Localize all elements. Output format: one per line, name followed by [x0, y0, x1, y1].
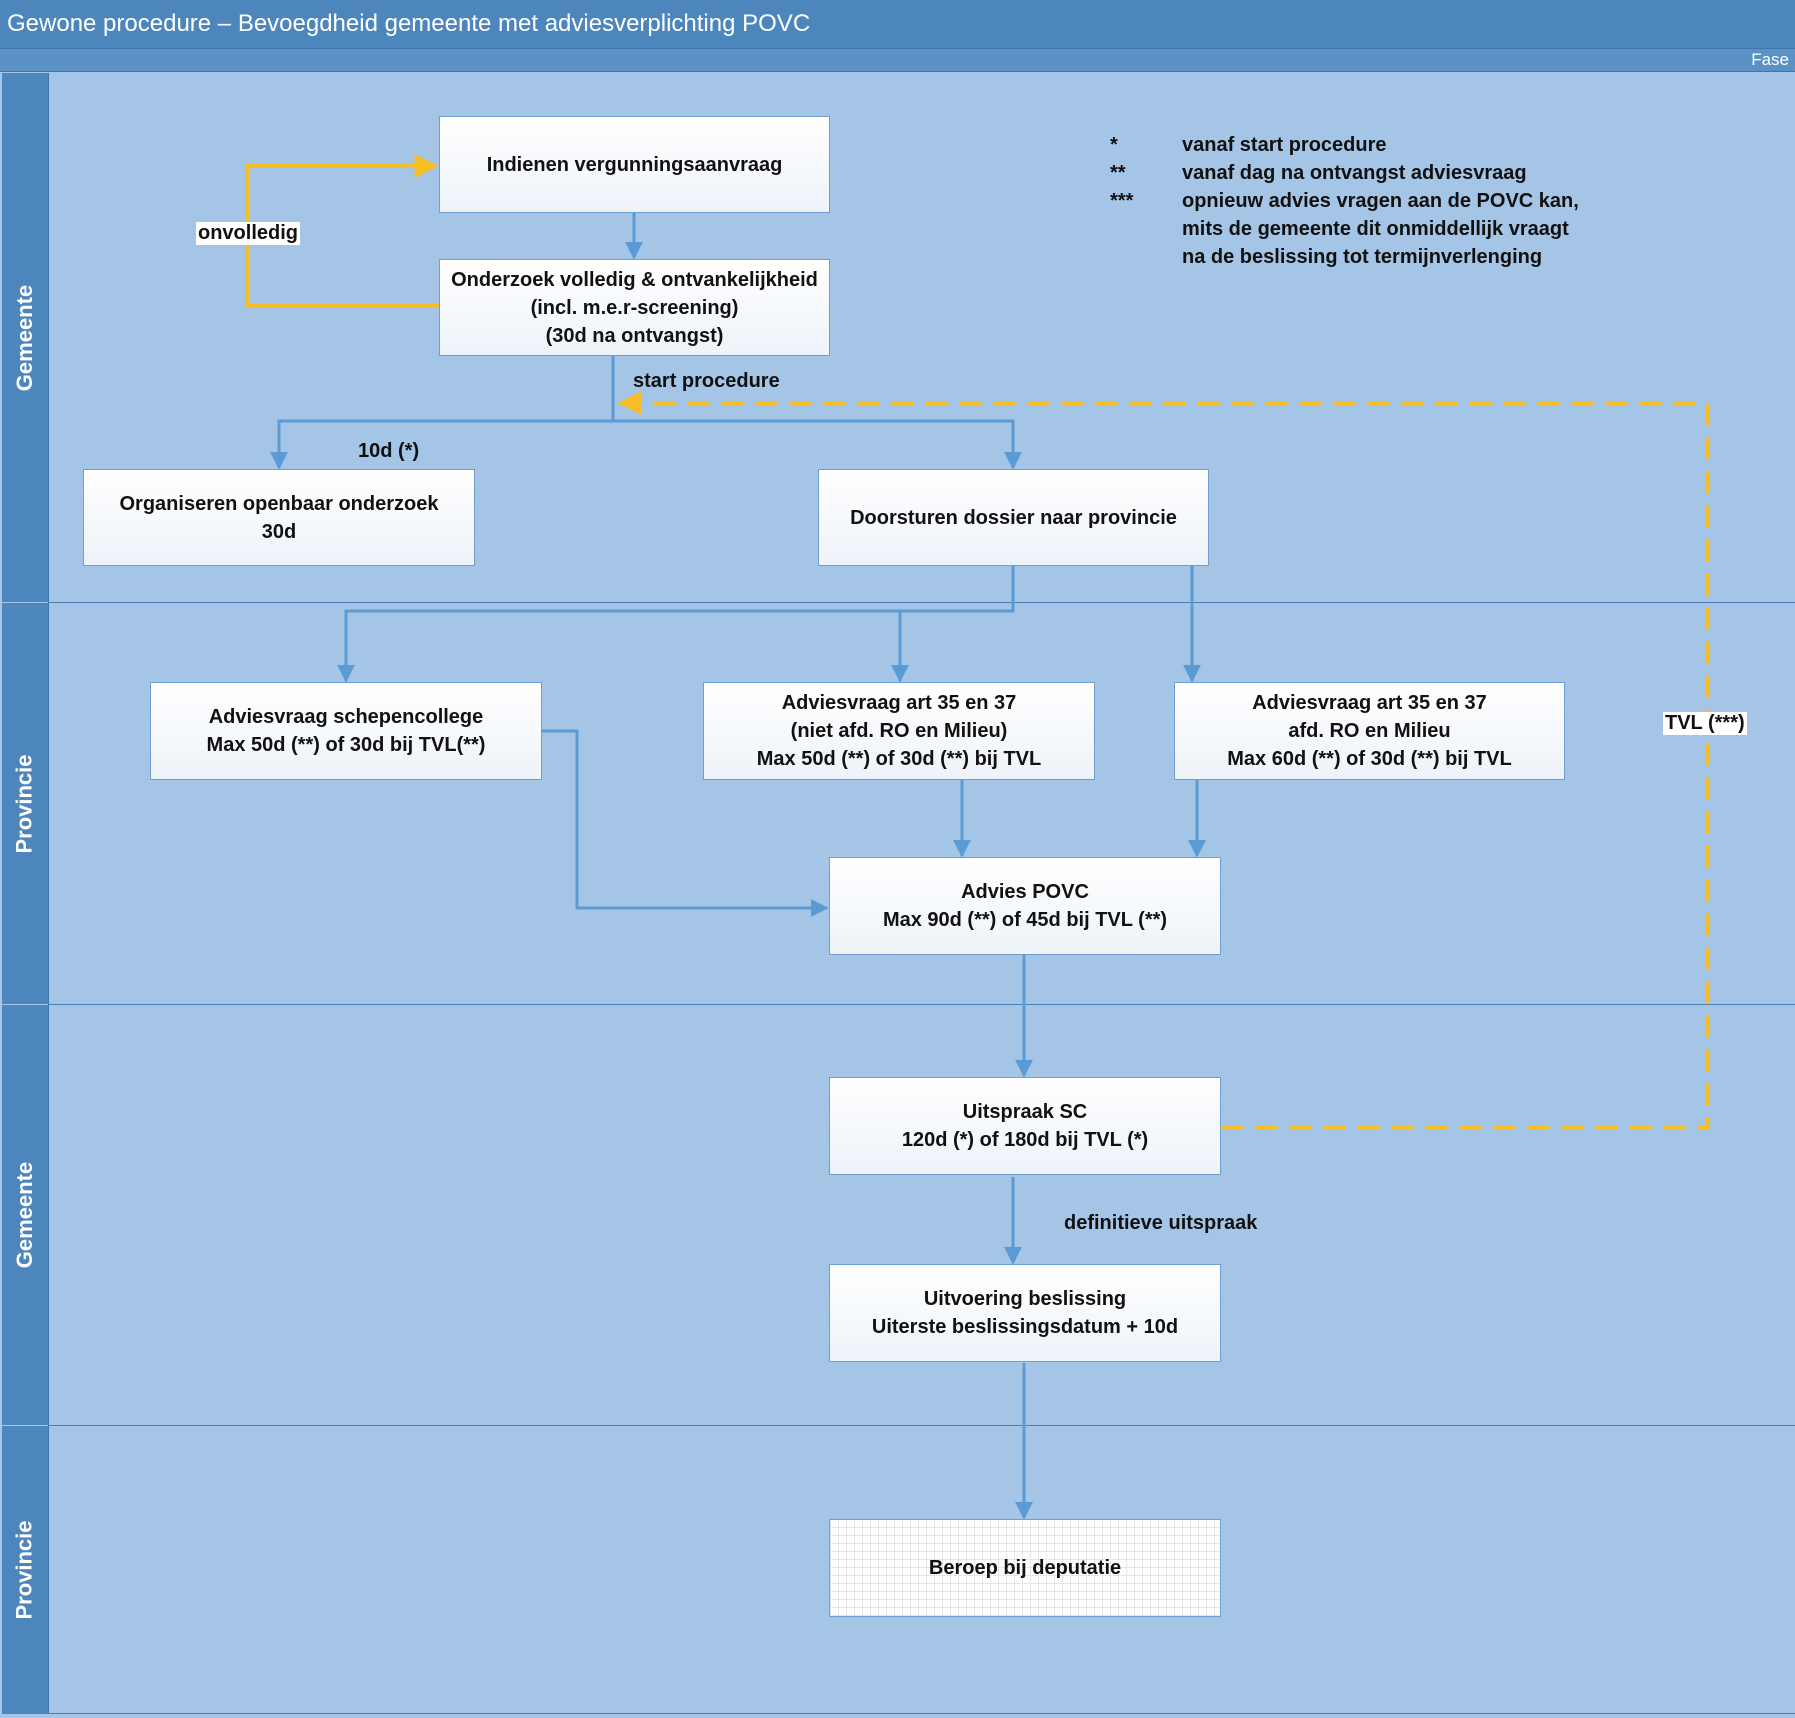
- phase-label: Fase: [1751, 50, 1789, 69]
- box-organiseren-openbaar-onderzoek: Organiseren openbaar onderzoek 30d: [83, 469, 475, 566]
- connector-schepen-povc: [541, 729, 829, 917]
- lane-header-gemeente-1: Gemeente: [2, 73, 49, 602]
- lane-header-provincie-1: Provincie: [2, 603, 49, 1004]
- box-line: Max 50d (**) of 30d (**) bij TVL: [756, 748, 1042, 770]
- legend-text: vanaf start procedure: [1182, 134, 1387, 156]
- lane-header-gemeente-2: Gemeente: [2, 1005, 49, 1425]
- box-line: Organiseren openbaar onderzoek: [119, 492, 439, 515]
- lane-header-provincie-2: Provincie: [2, 1426, 49, 1714]
- box-line: 30d: [261, 520, 297, 543]
- legend-row: *** opnieuw advies vragen aan de POVC ka…: [1110, 187, 1579, 271]
- box-line: Beroep bij deputatie: [928, 1557, 1122, 1579]
- lane-separator: [48, 1713, 1795, 1714]
- box-uitvoering-beslissing: Uitvoering beslissing Uiterste beslissin…: [829, 1264, 1221, 1362]
- box-doorsturen-dossier: Doorsturen dossier naar provincie: [818, 469, 1209, 566]
- box-line: Uitspraak SC: [962, 1101, 1088, 1123]
- box-adviesvraag-schepencollege: Adviesvraag schepencollege Max 50d (**) …: [150, 682, 542, 780]
- legend-symbol: *: [1110, 134, 1118, 156]
- box-line: Indienen vergunningsaanvraag: [486, 153, 783, 176]
- diagram-title: Gewone procedure – Bevoegdheid gemeente …: [0, 0, 1795, 48]
- lane-separator: [48, 1004, 1795, 1005]
- connector-tvl-loop: [617, 391, 1710, 1130]
- box-line: (niet afd. RO en Milieu): [790, 720, 1008, 742]
- box-line: Advies POVC: [961, 881, 1089, 903]
- box-line: Adviesvraag art 35 en 37: [1252, 692, 1487, 714]
- lane-separator: [48, 1425, 1795, 1426]
- box-line: Uiterste beslissingsdatum + 10d: [871, 1316, 1179, 1338]
- legend-text: vanaf dag na ontvangst adviesvraag: [1182, 162, 1527, 184]
- box-line: Onderzoek volledig & ontvankelijkheid: [451, 268, 818, 291]
- label-definitieve-uitspraak: definitieve uitspraak: [1064, 1212, 1258, 1234]
- legend-text: mits de gemeente dit onmiddellijk vraagt: [1182, 218, 1569, 240]
- phase-bar: Fase: [0, 48, 1795, 72]
- box-line: Adviesvraag art 35 en 37: [781, 692, 1017, 714]
- box-line: afd. RO en Milieu: [1288, 720, 1451, 742]
- label-start-procedure: start procedure: [633, 370, 780, 392]
- box-line: (incl. m.e.r-screening): [530, 296, 739, 319]
- legend: * vanaf start procedure ** vanaf dag na …: [1110, 131, 1579, 271]
- box-line: Max 50d (**) of 30d bij TVL(**): [206, 734, 486, 756]
- box-advies-povc: Advies POVC Max 90d (**) of 45d bij TVL …: [829, 857, 1221, 955]
- box-line: Adviesvraag schepencollege: [208, 706, 484, 728]
- box-indienen-vergunningsaanvraag: Indienen vergunningsaanvraag: [439, 116, 830, 213]
- box-line: (30d na ontvangst): [545, 324, 724, 347]
- label-10d: 10d (*): [358, 440, 420, 462]
- connector-to-openbaar: [270, 419, 613, 470]
- box-adviesvraag-art-niet-ro: Adviesvraag art 35 en 37 (niet afd. RO e…: [703, 682, 1095, 780]
- box-beroep-bij-deputatie: Beroep bij deputatie: [829, 1519, 1221, 1617]
- box-line: Doorsturen dossier naar provincie: [850, 506, 1177, 529]
- box-line: 120d (*) of 180d bij TVL (*): [901, 1129, 1149, 1151]
- legend-row: * vanaf start procedure: [1110, 131, 1579, 159]
- box-line: Uitvoering beslissing: [923, 1288, 1127, 1310]
- box-line: Max 60d (**) of 30d (**) bij TVL: [1227, 748, 1512, 770]
- legend-text: opnieuw advies vragen aan de POVC kan,: [1182, 190, 1579, 212]
- legend-text: na de beslissing tot termijnverlenging: [1182, 246, 1543, 268]
- box-onderzoek-volledigheid: Onderzoek volledig & ontvankelijkheid (i…: [439, 259, 830, 356]
- lane-separator: [48, 602, 1795, 603]
- connector-doorsturen-split: [337, 566, 1015, 683]
- label-tvl: TVL (***): [1663, 712, 1747, 735]
- legend-symbol: ***: [1110, 190, 1134, 212]
- box-line: Max 90d (**) of 45d bij TVL (**): [882, 909, 1168, 931]
- box-uitspraak-sc: Uitspraak SC 120d (*) of 180d bij TVL (*…: [829, 1077, 1221, 1175]
- legend-symbol: **: [1110, 162, 1126, 184]
- connector-to-doorsturen: [613, 419, 1022, 470]
- box-adviesvraag-art-ro: Adviesvraag art 35 en 37 afd. RO en Mili…: [1174, 682, 1565, 780]
- label-onvolledig: onvolledig: [196, 222, 300, 245]
- legend-row: ** vanaf dag na ontvangst adviesvraag: [1110, 159, 1579, 187]
